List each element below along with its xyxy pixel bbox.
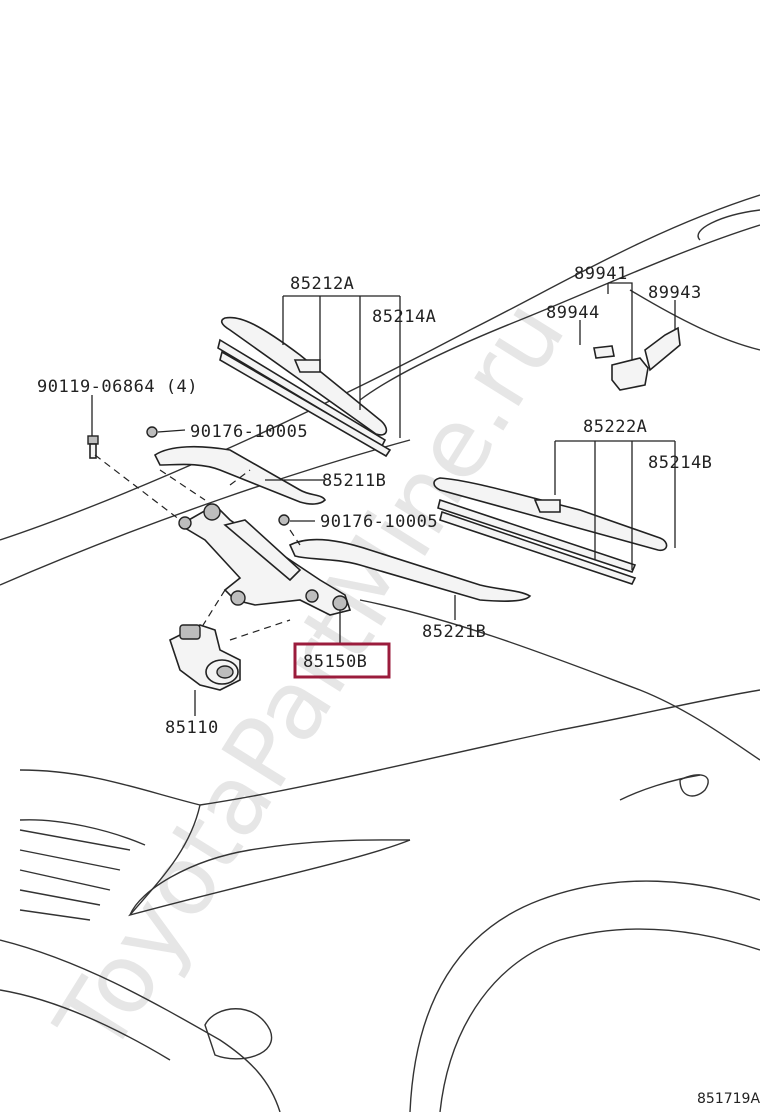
label-blade-left[interactable]: 85222A xyxy=(583,417,647,437)
label-cap-c[interactable]: 89943 xyxy=(648,283,702,303)
selected-part-highlight xyxy=(293,642,391,679)
wiper-caps xyxy=(593,326,681,391)
wiper-link-assembly xyxy=(178,503,352,616)
leader-lines xyxy=(91,282,676,716)
mounting-bolt xyxy=(87,435,99,459)
label-nut-lower[interactable]: 90176-10005 xyxy=(320,512,438,532)
label-linkage-selected[interactable]: 85150B xyxy=(303,652,367,672)
label-blade-front-right[interactable]: 85212A xyxy=(290,274,354,294)
label-arm-right[interactable]: 85211B xyxy=(322,471,386,491)
label-rubber-front-right[interactable]: 85214A xyxy=(372,307,436,327)
label-bolt[interactable]: 90119-06864 (4) xyxy=(37,377,198,397)
car-body-outline xyxy=(0,194,760,1112)
label-rubber-left[interactable]: 85214B xyxy=(648,453,712,473)
label-cap-a[interactable]: 89941 xyxy=(574,264,628,284)
figure-code: 851719A xyxy=(697,1091,760,1107)
label-motor[interactable]: 85110 xyxy=(165,718,219,738)
wiper-blade-left xyxy=(433,477,668,585)
assembly-dashed-lines xyxy=(94,454,301,641)
label-nut-upper[interactable]: 90176-10005 xyxy=(190,422,308,442)
label-arm-left[interactable]: 85221B xyxy=(422,622,486,642)
wiper-arm-right xyxy=(146,426,326,505)
label-cap-b[interactable]: 89944 xyxy=(546,303,600,323)
windshield-outline xyxy=(359,224,760,401)
wiper-blade-right xyxy=(217,316,392,458)
part-labels: 85212A 85214A 89941 89944 89943 90119-06… xyxy=(37,264,712,738)
wiper-motor xyxy=(169,624,241,691)
wiper-arm-left xyxy=(278,514,532,602)
